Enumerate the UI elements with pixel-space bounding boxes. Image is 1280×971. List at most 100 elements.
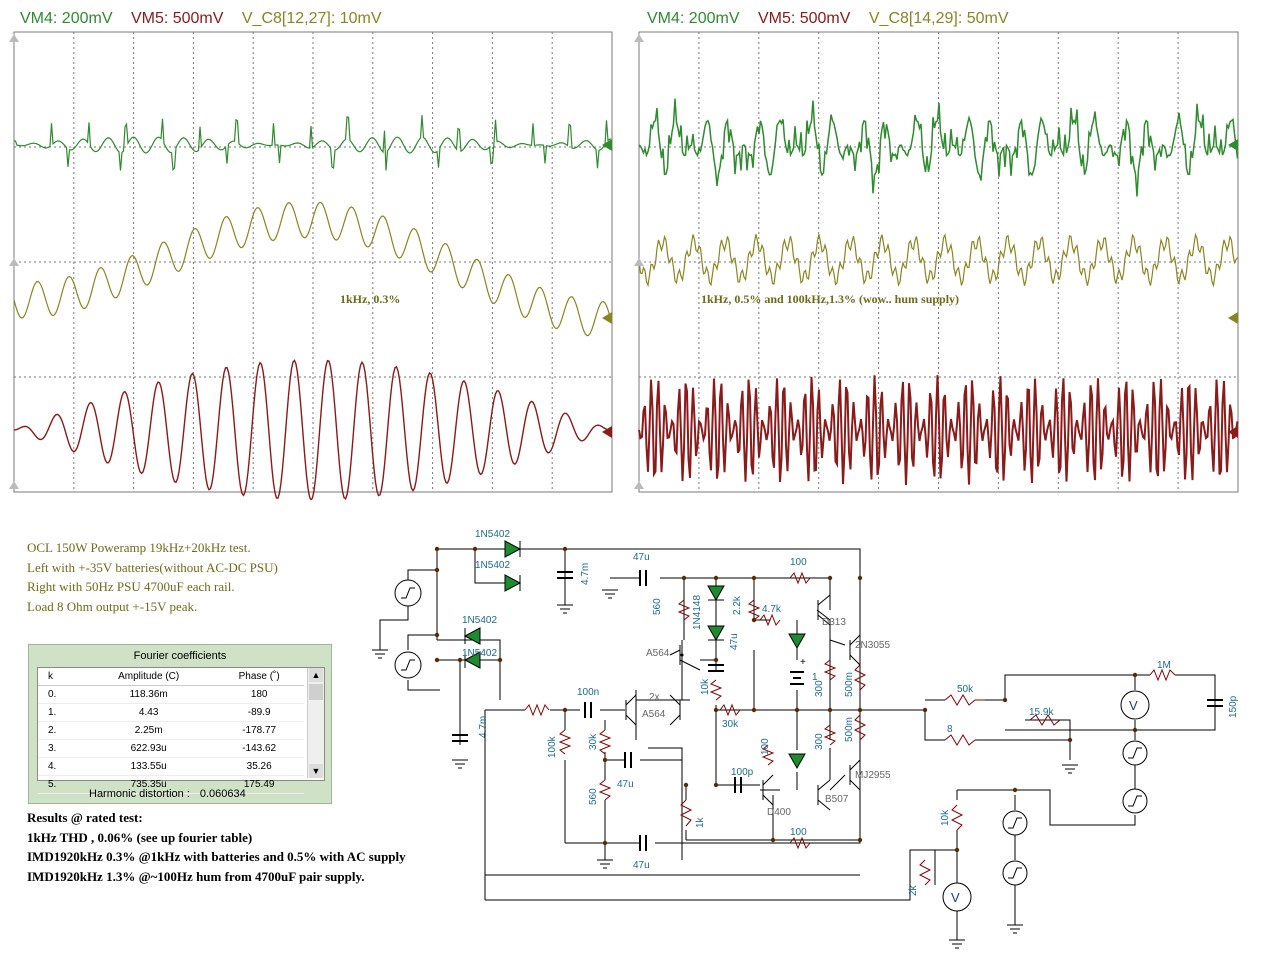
label-c47u-mid: 47u bbox=[729, 633, 740, 650]
cell-amplitude: 622.93u bbox=[83, 739, 215, 758]
ground-symbols bbox=[372, 589, 1078, 949]
label-r1m: 1M bbox=[1157, 660, 1171, 671]
voltage-source-icon bbox=[1122, 740, 1148, 766]
axis-arrow-icon bbox=[9, 258, 19, 266]
cell-amplitude: 735.35u bbox=[83, 775, 215, 794]
right-header-vm4: VM4: 200mV bbox=[647, 10, 740, 27]
schematic-wires bbox=[379, 548, 1216, 940]
col-k: k bbox=[38, 668, 83, 686]
note-line: OCL 150W Poweramp 19kHz+20kHz test. bbox=[27, 540, 251, 555]
label-c100n: 100n bbox=[577, 687, 599, 698]
fourier-header-row: k Amplitude (C) Phase (˚) bbox=[38, 668, 304, 686]
label-r10k-b: 10k bbox=[940, 809, 951, 826]
table-row: 2.2.25m-178.77 bbox=[38, 721, 304, 740]
scroll-thumb[interactable] bbox=[309, 684, 323, 700]
left-scope: VM4: 200mV VM5: 500mV V_C8[12,27]: 10mV … bbox=[0, 0, 622, 500]
label-r4k7: 4.7k bbox=[762, 604, 782, 615]
col-amplitude: Amplitude (C) bbox=[83, 668, 215, 686]
battery-icon bbox=[790, 671, 804, 685]
cell-k: 2. bbox=[38, 721, 83, 740]
label-b507: B507 bbox=[825, 794, 849, 805]
voltmeter-label: V bbox=[951, 890, 960, 905]
voltage-source-icon bbox=[1122, 788, 1148, 814]
harmonic-distortion: Harmonic distortion : 0.060634 bbox=[89, 788, 246, 800]
left-header-vm4: VM4: 200mV bbox=[20, 10, 113, 27]
cell-phase: -178.77 bbox=[214, 721, 304, 740]
results-line: IMD1920kHz 0.3% @1kHz with batteries and… bbox=[27, 849, 406, 864]
vm4-trace bbox=[13, 115, 612, 172]
label-c4700-bot: 4.7m bbox=[478, 716, 489, 738]
fourier-window: Fourier coefficients k Amplitude (C) Pha… bbox=[28, 644, 332, 804]
junction-dots bbox=[434, 546, 1138, 853]
right-header-vc8: V_C8[14,29]: 50mV bbox=[868, 10, 1009, 27]
voltage-source-icon bbox=[1002, 810, 1028, 836]
test-results: Results @ rated test: 1kHz THD , 0.06% (… bbox=[27, 808, 406, 886]
fourier-scrollbar[interactable]: ▲ ▼ bbox=[307, 668, 324, 778]
cell-amplitude: 2.25m bbox=[83, 721, 215, 740]
label-r100-bot: 100 bbox=[790, 827, 807, 838]
label-d313: D313 bbox=[822, 617, 846, 628]
hd-value: 0.060634 bbox=[199, 788, 246, 800]
label-d2: 1N5402 bbox=[475, 560, 510, 571]
axis-arrow-icon bbox=[9, 481, 19, 489]
schematic-resistors bbox=[524, 571, 1176, 886]
label-r1k: 1k bbox=[695, 816, 706, 828]
label-r100-top: 100 bbox=[790, 557, 807, 568]
scroll-up-icon[interactable]: ▲ bbox=[309, 668, 323, 682]
vm4-trace bbox=[638, 98, 1239, 197]
note-line: Right with 50Hz PSU 4700uF each rail. bbox=[27, 579, 235, 594]
schematic-sources bbox=[394, 579, 1150, 912]
label-r100-mid: 100 bbox=[760, 738, 771, 755]
fourier-title: Fourier coefficients bbox=[133, 650, 227, 662]
label-r2k: 2k bbox=[908, 884, 919, 896]
label-a564-2: A564 bbox=[642, 709, 666, 720]
trace-marker-icon bbox=[602, 139, 612, 151]
label-r30k-b: 30k bbox=[722, 719, 739, 730]
voltmeter-label: V bbox=[1129, 698, 1138, 713]
vc8-trace bbox=[638, 232, 1238, 288]
label-c47u-b: 47u bbox=[617, 779, 634, 790]
label-r100k: 100k bbox=[547, 735, 558, 758]
trace-marker-icon bbox=[602, 312, 612, 324]
results-line: Results @ rated test: bbox=[27, 810, 143, 825]
left-header-vc8: V_C8[12,27]: 10mV bbox=[241, 10, 382, 27]
left-scope-plot bbox=[9, 31, 613, 500]
label-c47u-top: 47u bbox=[633, 552, 650, 563]
battery-plus-label: + bbox=[800, 657, 806, 668]
cell-k: 0. bbox=[38, 685, 83, 704]
cell-amplitude: 4.43 bbox=[83, 703, 215, 722]
label-c47u-bot: 47u bbox=[633, 860, 650, 871]
axis-arrow-icon bbox=[634, 481, 644, 489]
trace-marker-icon bbox=[1228, 139, 1238, 151]
voltmeter-icon bbox=[1120, 690, 1150, 720]
scroll-down-icon[interactable]: ▼ bbox=[309, 764, 323, 778]
note-line: Load 8 Ohm output +-15V peak. bbox=[27, 598, 198, 614]
col-phase: Phase (˚) bbox=[214, 668, 304, 686]
vc8-trace bbox=[13, 201, 612, 337]
vm5-trace bbox=[13, 359, 611, 500]
right-scope: VM4: 200mV VM5: 500mV V_C8[14,29]: 50mV … bbox=[627, 0, 1253, 500]
label-r500m-b: 500m bbox=[844, 717, 855, 742]
table-row: 1.4.43-89.9 bbox=[38, 703, 304, 722]
right-scope-note: 1kHz, 0.5% and 100kHz,1.3% (wow.. hum su… bbox=[701, 292, 960, 306]
label-r300-b: 300 bbox=[814, 733, 825, 750]
cell-phase: 175.49 bbox=[214, 775, 304, 794]
label-r300-a: 300 bbox=[814, 680, 825, 697]
label-d400: D400 bbox=[767, 807, 791, 818]
voltage-source-icon bbox=[394, 579, 422, 607]
cell-phase: 35.26 bbox=[214, 757, 304, 776]
cell-phase: -89.9 bbox=[214, 703, 304, 722]
cell-k: 1. bbox=[38, 703, 83, 722]
results-line: 1kHz THD , 0.06% (see up fourier table) bbox=[27, 829, 253, 845]
label-r2k2: 2.2k bbox=[732, 595, 743, 615]
left-scope-header: VM4: 200mV VM5: 500mV V_C8[12,27]: 10mV bbox=[20, 10, 396, 28]
trace-marker-icon bbox=[602, 426, 612, 438]
label-r8: 8 bbox=[947, 724, 953, 735]
results-line: IMD1920kHz 1.3% @~100Hz hum from 4700uF … bbox=[27, 868, 365, 884]
hd-label: Harmonic distortion : bbox=[89, 788, 190, 800]
right-scope-header: VM4: 200mV VM5: 500mV V_C8[14,29]: 50mV bbox=[647, 10, 1023, 28]
label-d3: 1N5402 bbox=[462, 615, 497, 626]
schematic-diodes bbox=[463, 540, 806, 770]
